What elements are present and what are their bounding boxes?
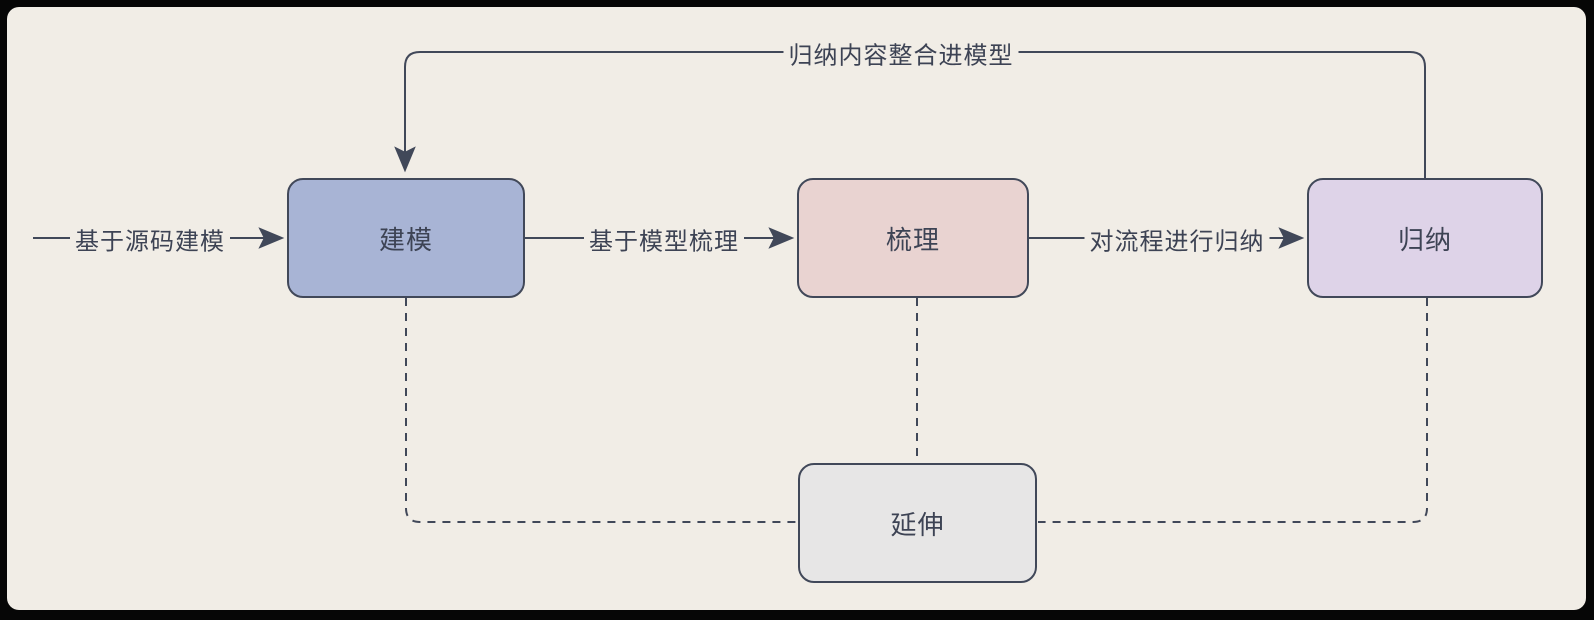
node-induction[interactable]: 归纳 — [1307, 178, 1543, 298]
node-extension-label: 延伸 — [890, 509, 945, 540]
node-induction-label: 归纳 — [1397, 224, 1452, 255]
diagram-canvas — [7, 7, 1586, 610]
edge-induction-to-extension — [1038, 298, 1428, 523]
node-combing[interactable]: 梳理 — [797, 178, 1029, 298]
edge-modeling-to-extension — [405, 298, 797, 523]
node-extension[interactable]: 延伸 — [798, 463, 1037, 583]
edge-induction-to-modeling — [394, 51, 1426, 178]
node-combing-label: 梳理 — [885, 224, 940, 255]
node-modeling-label: 建模 — [378, 224, 433, 255]
edge-label-input-to-modeling: 基于源码建模 — [70, 221, 230, 257]
edge-label-induction-to-modeling: 归纳内容整合进模型 — [783, 35, 1019, 71]
edge-label-modeling-to-combing: 基于模型梳理 — [584, 221, 744, 257]
edge-label-combing-to-induction: 对流程进行归纳 — [1084, 221, 1270, 257]
node-modeling[interactable]: 建模 — [287, 178, 525, 298]
